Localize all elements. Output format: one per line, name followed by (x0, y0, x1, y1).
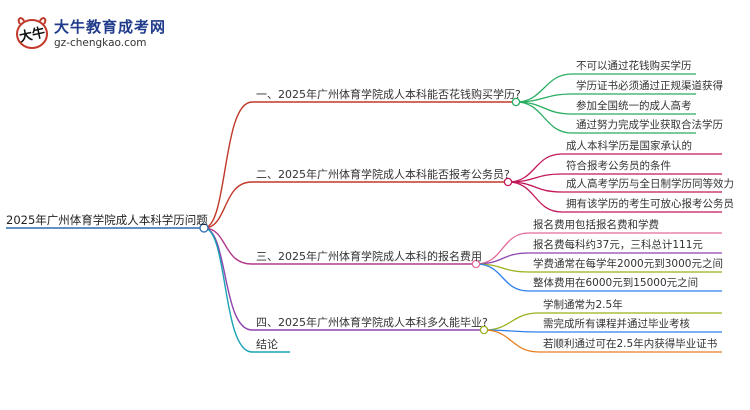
leaf-connector (515, 73, 696, 103)
leaf-node: 若顺利通过可在2.5年内获得毕业证书 (543, 338, 718, 350)
logo-url: gz-chengkao.com (54, 37, 147, 49)
leaf-connector (483, 312, 722, 331)
branch-node-dot (479, 325, 489, 335)
leaf-node: 学历证书必须通过正规渠道获得 (576, 80, 723, 92)
leaf-connector (507, 181, 722, 193)
leaf-node: 整体费用在6000元到15000元之间 (533, 277, 699, 289)
branch-node: 一、2025年广州体育学院成人本科能否花钱购买学历? (256, 88, 521, 101)
logo-title: 大牛教育成考网 (54, 18, 167, 36)
leaf-node: 成人本科学历是国家承认的 (566, 140, 692, 152)
leaf-connector (475, 252, 722, 265)
leaf-node: 不可以通过花钱购买学历 (576, 60, 692, 72)
leaf-connector (483, 329, 722, 353)
leaf-node: 报名费每科约37元，三科总计111元 (533, 239, 703, 251)
branch-node-dot (511, 97, 521, 107)
leaf-connector (475, 232, 722, 265)
leaf-node: 成人高考学历与全日制学历同等效力 (566, 178, 734, 190)
leaf-connector (515, 101, 696, 134)
logo: 大牛 大牛教育成考网 gz-chengkao.com (14, 14, 214, 54)
bull-logo-icon (16, 17, 48, 49)
leaf-node: 参加全国统一的成人高考 (576, 100, 692, 112)
root-node-dot (199, 223, 209, 233)
leaf-connector (475, 263, 722, 273)
branch-connector (203, 227, 484, 331)
branch-node-dot (503, 177, 513, 187)
leaf-node: 报名费用包括报名费和学费 (533, 219, 659, 231)
branch-node: 四、2025年广州体育学院成人本科多久能毕业? (256, 316, 488, 329)
leaf-node: 需完成所有课程并通过毕业考核 (543, 318, 690, 330)
branch-node: 三、2025年广州体育学院成人本科的报名费用 (256, 250, 482, 263)
leaf-node: 通过努力完成学业获取合法学历 (576, 119, 723, 131)
branch-node-dot (471, 259, 481, 269)
leaf-node: 学费通常在每学年2000元到3000元之间 (533, 258, 723, 270)
leaf-node: 学制通常为2.5年 (543, 299, 623, 311)
leaf-connector (475, 263, 722, 292)
branch-node: 二、2025年广州体育学院成人本科能否报考公务员? (256, 168, 510, 181)
leaf-connector (507, 153, 722, 183)
leaf-connector (507, 181, 722, 213)
leaf-node: 拥有该学历的考生可放心报考公务员 (566, 198, 734, 210)
branch-connector (203, 227, 290, 353)
leaf-node: 符合报考公务员的条件 (566, 160, 671, 172)
branch-connector (203, 101, 516, 229)
branch-connector (203, 227, 476, 265)
branch-node: 结论 (256, 338, 278, 351)
root-node: 2025年广州体育学院成人本科学历问题 (6, 213, 208, 227)
branch-connector (203, 181, 508, 229)
